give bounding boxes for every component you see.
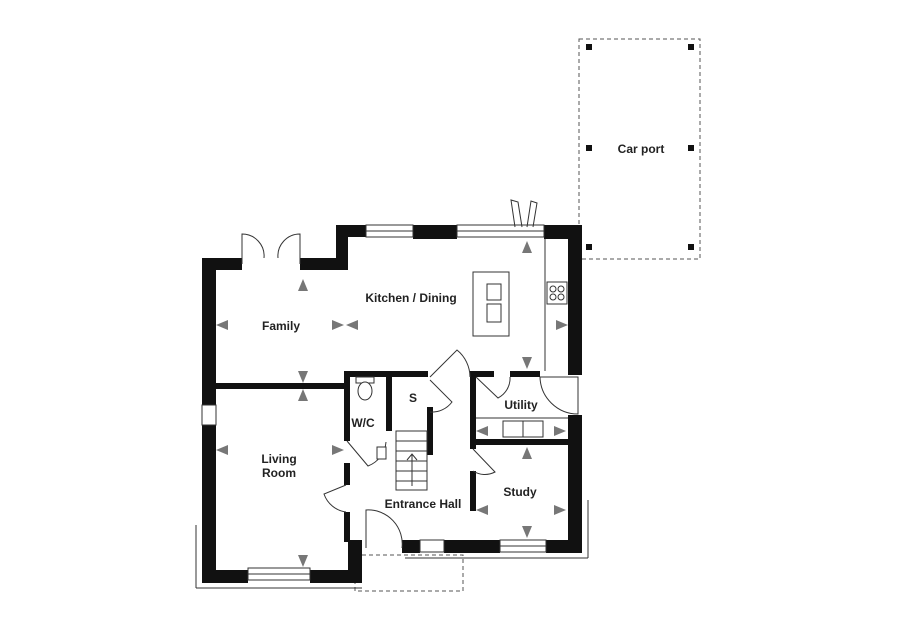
windows [195,224,589,589]
internal-walls [216,371,568,542]
outer-walls [202,225,582,583]
porch-outline [354,554,464,592]
hob-icon [546,281,568,305]
label-car-port: Car port [618,142,665,156]
dimension-arrows [216,241,568,567]
window-living-left [201,404,217,426]
island-sink-icon [486,283,502,301]
kitchen-fixtures [355,239,568,491]
label-kitchen-dining: Kitchen / Dining [365,291,456,305]
label-study: Study [503,485,537,499]
label-living-room-line2: Room [262,466,296,480]
basin-icon [376,446,387,460]
label-entrance-hall: Entrance Hall [385,497,462,511]
label-living-room-line1: Living [261,452,296,466]
car-port-outline [578,38,701,260]
window-hall-bottom [419,539,445,553]
label-utility: Utility [504,398,538,412]
staircase [395,430,428,491]
label-store: S [409,391,417,405]
car-port-posts [586,44,694,250]
label-family: Family [262,319,300,333]
label-wc: W/C [351,416,375,430]
